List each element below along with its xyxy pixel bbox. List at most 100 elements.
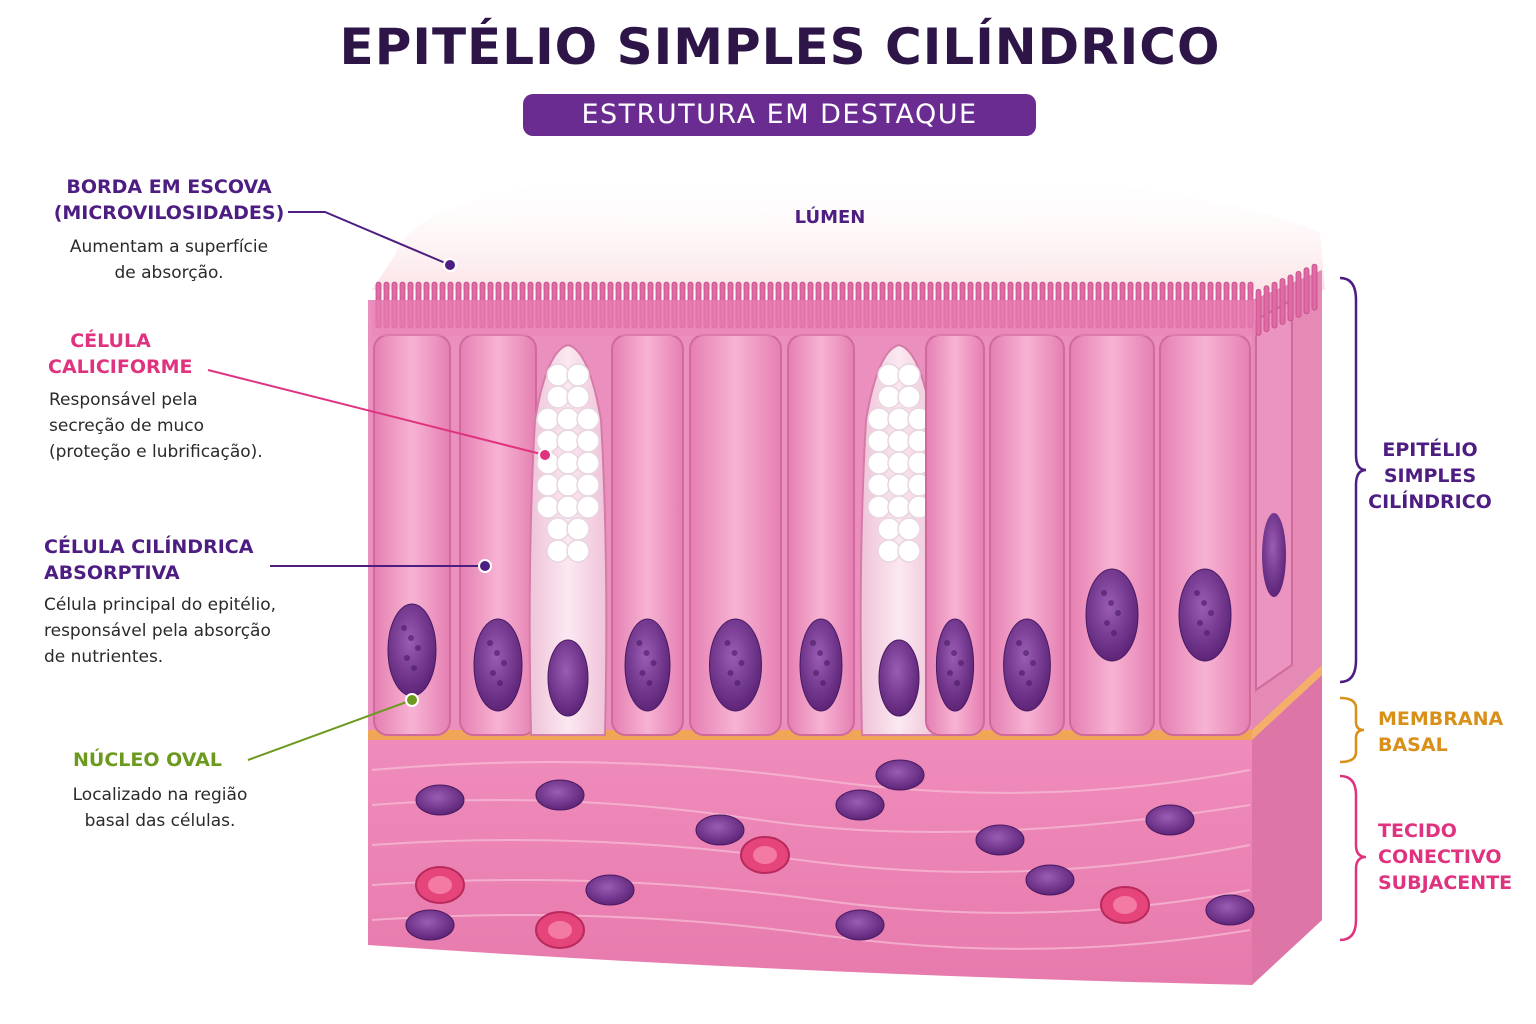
- oval-nucleus-title: NÚCLEO OVAL: [73, 749, 222, 771]
- connective-tissue-block: [368, 740, 1252, 985]
- nucleus: [1085, 568, 1139, 662]
- absorptive-cell-description: Célula principal do epitélio, responsáve…: [44, 595, 276, 667]
- mucus-granule: [566, 517, 590, 541]
- goblet-cell: [528, 343, 608, 736]
- mucus-granule: [556, 429, 580, 453]
- chromatin-dot: [727, 670, 734, 676]
- mucus-granule: [536, 407, 560, 431]
- microvillus: [1279, 278, 1286, 325]
- leader-lines: [207, 211, 552, 761]
- chromatin-dot: [1023, 650, 1029, 656]
- chromatin-dot: [401, 625, 407, 631]
- absorptive-cell: [1069, 334, 1155, 736]
- nucleus: [1262, 513, 1286, 597]
- microvilli-brush-border: [372, 263, 1318, 336]
- leader-line-brush-border: [288, 211, 451, 266]
- microvillus: [1295, 270, 1302, 318]
- chromatin-dot: [1201, 600, 1207, 606]
- microvillus: [1255, 288, 1262, 336]
- chromatin-dot: [650, 660, 657, 666]
- microvillus: [1287, 274, 1294, 322]
- mucus-granule: [546, 363, 570, 387]
- goblet-cell: [859, 343, 939, 736]
- chromatin-dot: [1019, 670, 1025, 676]
- mucus-granule: [887, 407, 911, 431]
- microvillus: [1311, 263, 1318, 311]
- leader-line-nucleus: [247, 699, 413, 761]
- chromatin-dot: [490, 670, 496, 676]
- fibroblast-nucleus: [1145, 804, 1195, 836]
- fibroblast-nucleus: [875, 759, 925, 791]
- brace-basal-membrane: [1339, 696, 1365, 764]
- fibroblast-nucleus: [405, 909, 455, 941]
- nucleus: [935, 618, 975, 712]
- nucleus: [1178, 568, 1232, 662]
- chromatin-dot: [1101, 590, 1107, 596]
- fibroblast-nucleus: [535, 779, 585, 811]
- brush-border-title: BORDA EM ESCOVA (MICROVILOSIDADES): [53, 176, 285, 224]
- epithelium-layer-label: EPITÉLIO SIMPLES CILÍNDRICO: [1368, 439, 1492, 513]
- absorptive-cell-body: [1255, 298, 1293, 692]
- lumen-area: [372, 169, 1325, 290]
- mucus-granule: [576, 451, 600, 475]
- nucleus: [387, 603, 437, 697]
- mucus-granule: [867, 451, 891, 475]
- mucus-granule: [556, 451, 580, 475]
- basal-membrane-label: MEMBRANA BASAL: [1378, 708, 1504, 756]
- absorptive-cell: [611, 334, 684, 736]
- brace-epithelium: [1339, 276, 1367, 684]
- mucus-granule: [897, 539, 921, 563]
- chromatin-dot: [944, 640, 950, 646]
- goblet-cell-description: Responsável pela secreção de muco (prote…: [49, 390, 263, 462]
- lumen-label: LÚMEN: [794, 207, 866, 228]
- chromatin-dot: [643, 650, 650, 656]
- mucus-granule: [566, 363, 590, 387]
- chromatin-dot: [954, 680, 960, 686]
- vessel-lumen: [548, 921, 572, 939]
- absorptive-cell: [1255, 298, 1293, 692]
- chromatin-dot: [1104, 620, 1110, 626]
- mucus-granule: [897, 517, 921, 541]
- oval-nucleus-description: Localizado na região basal das células.: [72, 785, 248, 831]
- chromatin-dot: [1208, 610, 1214, 616]
- absorptive-cell: [689, 334, 782, 736]
- chromatin-dot: [1204, 630, 1210, 636]
- vessel-lumen: [1113, 896, 1137, 914]
- mucus-granule: [877, 517, 901, 541]
- brace-connective-tissue: [1339, 774, 1367, 942]
- nucleus: [547, 639, 589, 717]
- mucus-granule: [867, 473, 891, 497]
- chromatin-dot: [415, 645, 421, 651]
- mucus-granule: [887, 429, 911, 453]
- microvillus: [1303, 267, 1310, 315]
- chromatin-dot: [1194, 590, 1200, 596]
- chromatin-dot: [824, 660, 830, 666]
- absorptive-cell: [459, 334, 537, 736]
- chromatin-dot: [497, 680, 503, 686]
- mucus-granule: [556, 473, 580, 497]
- nucleus: [624, 618, 671, 712]
- chromatin-dot: [817, 650, 823, 656]
- absorptive-cell: [925, 334, 985, 736]
- fibroblast-nucleus: [695, 814, 745, 846]
- chromatin-dot: [501, 660, 507, 666]
- mucus-granule: [576, 473, 600, 497]
- nucleus: [878, 639, 920, 717]
- chromatin-dot: [494, 650, 500, 656]
- diagram-subtitle: ESTRUTURA EM DESTAQUE: [523, 94, 1036, 136]
- chromatin-dot: [731, 650, 738, 656]
- absorptive-cell-body: [1159, 334, 1251, 736]
- mucus-granule: [576, 429, 600, 453]
- fibroblast-nucleus: [415, 784, 465, 816]
- chromatin-dot: [734, 680, 741, 686]
- mucus-granule: [887, 495, 911, 519]
- chromatin-dot: [1016, 640, 1022, 646]
- chromatin-dot: [813, 670, 819, 676]
- layer-braces: [1339, 276, 1367, 942]
- apical-band: [372, 300, 1256, 336]
- mucus-granule: [887, 473, 911, 497]
- mucus-granule: [877, 385, 901, 409]
- chromatin-dot: [810, 640, 816, 646]
- goblet-cell-title: CÉLULA CALICIFORME: [48, 330, 193, 378]
- chromatin-dot: [408, 635, 414, 641]
